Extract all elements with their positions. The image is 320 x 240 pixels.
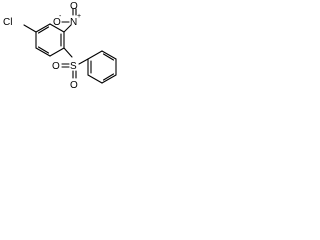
nitro-oxygen-charge: - xyxy=(59,13,62,20)
ring-bond xyxy=(49,23,65,33)
nitro-nitrogen-charge: + xyxy=(77,13,81,20)
ring-double-bond xyxy=(102,53,115,61)
nitro-nitrogen-label: N xyxy=(70,17,77,28)
nitro-oxygen-top-label: O xyxy=(70,1,78,12)
ring-bond xyxy=(35,47,51,57)
sulfonyl-oxygen-left-label: O xyxy=(52,61,60,72)
ring-bond xyxy=(49,47,65,57)
ring-bond xyxy=(87,50,103,60)
molecule-drawing: Cl N + O O - S O O xyxy=(3,1,117,91)
ring-double-bond xyxy=(102,73,115,81)
ring-double-bond xyxy=(37,26,50,34)
ring-bond xyxy=(101,74,117,84)
chlorophenyl-ring xyxy=(35,23,65,57)
structure-diagram: Cl N + O O - S O O xyxy=(0,0,125,101)
chlorine-atom-label: Cl xyxy=(3,17,12,28)
chloro-bond xyxy=(23,24,37,33)
ring-bond xyxy=(87,74,103,84)
ring-bond xyxy=(101,50,117,60)
nitro-oxygen-left-label: O xyxy=(53,17,61,28)
nitro-bond xyxy=(63,24,72,33)
phenyl-ring xyxy=(87,50,117,84)
sulfonyl-oxygen-bottom-label: O xyxy=(70,80,78,91)
ring-double-bond xyxy=(37,46,50,54)
sulfur-atom-label: S xyxy=(70,61,77,72)
ring-sulfur-bond xyxy=(63,47,73,58)
sulfur-phenyl-bond xyxy=(78,58,89,65)
ring-bond xyxy=(35,23,51,33)
